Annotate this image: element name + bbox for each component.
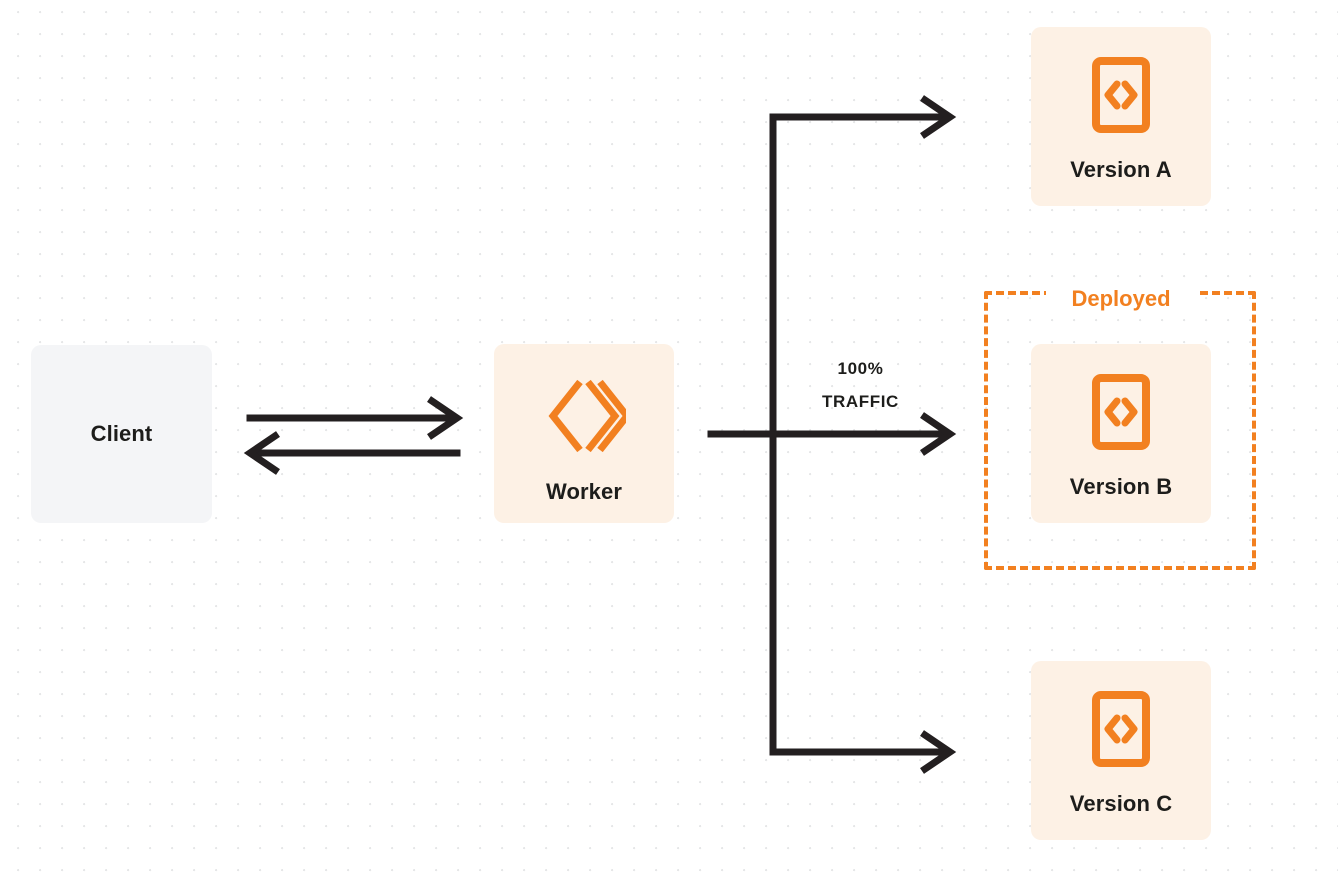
node-version-b-label: Version B: [1069, 474, 1173, 499]
node-worker-label: Worker: [546, 479, 622, 504]
node-version-b[interactable]: Version B: [1031, 344, 1211, 523]
cloudflare-workers-logo-icon: [542, 374, 632, 458]
node-version-a[interactable]: Version A: [1031, 27, 1211, 206]
arrow-to-version-c: [769, 730, 957, 774]
code-file-icon: [1091, 56, 1151, 134]
node-client-label: Client: [90, 420, 153, 446]
arrow-to-version-b: [769, 412, 957, 456]
traffic-percent: 100%: [837, 359, 884, 378]
arrow-worker-to-client: [243, 431, 461, 475]
node-version-c-label: Version C: [1069, 791, 1173, 816]
code-file-icon: [1091, 690, 1151, 768]
traffic-annotation: 100% TRAFFIC: [783, 352, 938, 418]
node-worker[interactable]: Worker: [494, 344, 674, 523]
node-version-c[interactable]: Version C: [1031, 661, 1211, 840]
arrow-to-version-a: [769, 95, 957, 139]
node-version-a-label: Version A: [1070, 157, 1172, 182]
deployed-group-label: Deployed: [1046, 286, 1196, 312]
node-client[interactable]: Client: [31, 345, 212, 523]
code-file-icon: [1091, 373, 1151, 451]
traffic-caption: TRAFFIC: [822, 392, 899, 411]
arrow-client-to-worker: [246, 396, 464, 440]
